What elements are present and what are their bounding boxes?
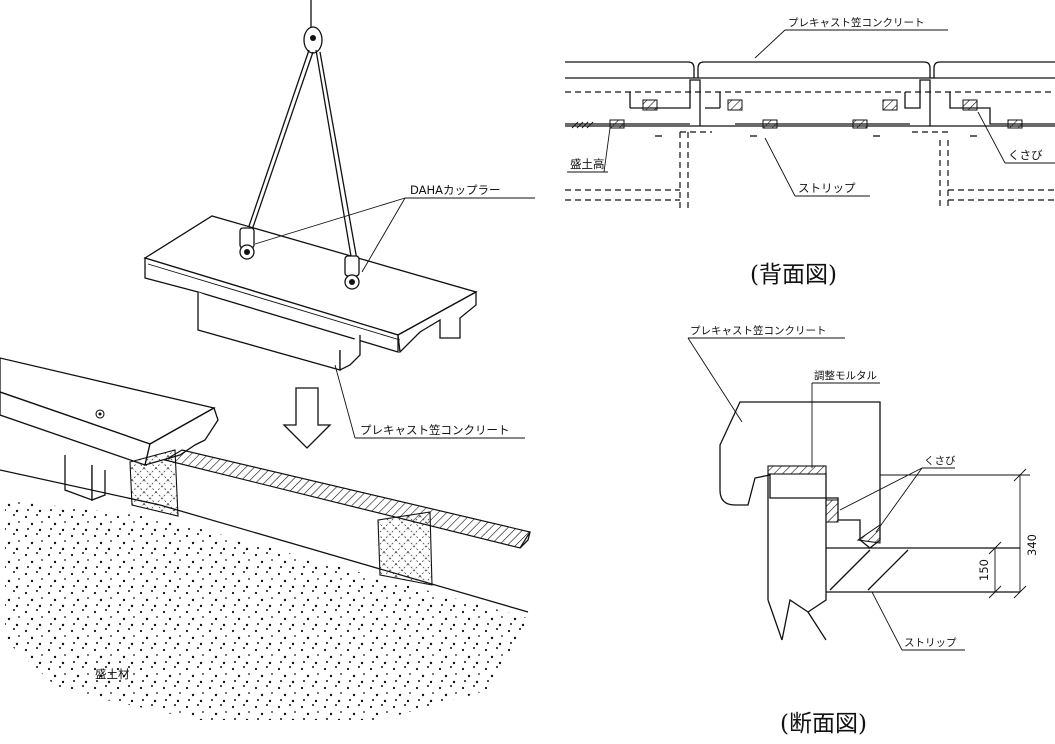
precast-back-callout: プレキャスト笠コンクリート	[754, 16, 948, 59]
precast-left-callout: プレキャスト笠コンクリート	[334, 364, 525, 439]
daha-coupler-right	[344, 255, 360, 290]
embankment-height-label: 盛土高	[570, 157, 605, 171]
ground-surface	[0, 469, 529, 613]
adjust-mortar-callout: 調整モルタル	[811, 369, 880, 468]
daha-coupler-label: DAHAカップラー	[410, 183, 501, 197]
installed-precast-beam	[0, 357, 219, 501]
adjust-mortar-strip	[163, 449, 531, 549]
dim-150-label: 150	[977, 559, 991, 581]
back-view-caption: (背面図)	[750, 262, 837, 288]
dim-340-label: 340	[1025, 534, 1039, 556]
adjust-mortar-label: 調整モルタル	[814, 369, 877, 382]
dimension-150: 150	[977, 541, 1002, 599]
lifting-slings	[246, 49, 358, 263]
wedge-section-label: くさび	[924, 455, 956, 467]
embankment-height-callout: 盛土高	[567, 127, 611, 173]
embankment-fill	[5, 500, 528, 720]
stirrup-section-callout: ストリップ	[871, 591, 965, 651]
precast-section-label: プレキャスト笠コンクリート	[690, 324, 827, 337]
section-view-caption: (断面図)	[780, 711, 867, 737]
wedge-back-callout: くさび	[977, 111, 1055, 164]
isometric-view: DAHAカップラー プレキャスト笠コンクリート 盛土材	[0, 0, 535, 720]
daha-coupler-left	[239, 227, 255, 260]
stirrup-section-label: ストリップ	[904, 637, 957, 649]
embankment-material-label: 盛土材	[95, 667, 130, 681]
stirrup-back-label: ストリップ	[798, 181, 856, 195]
precast-left-label: プレキャスト笠コンクリート	[360, 423, 510, 437]
daha-coupler-callout: DAHAカップラー	[254, 183, 535, 273]
precast-section-callout: プレキャスト笠コンクリート	[687, 324, 845, 423]
section-view: 340 150 プレキャスト笠コンクリート 調整モルタル くさび	[687, 324, 1039, 737]
crane-hook	[303, 0, 323, 54]
wedge-section-callout: くさび	[839, 455, 956, 533]
suspended-precast-block	[143, 215, 478, 372]
dimension-340: 340	[1013, 468, 1039, 599]
section-adjust-mortar	[767, 465, 827, 475]
wedge-back-label: くさび	[1008, 148, 1043, 162]
support-post-left	[129, 449, 179, 517]
precast-back-label: プレキャスト笠コンクリート	[788, 16, 925, 29]
stirrup-back-callout: ストリップ	[764, 137, 870, 197]
down-arrow-icon	[282, 387, 332, 449]
back-view: プレキャスト笠コンクリート 盛土高 ストリップ くさび (背面図)	[565, 16, 1055, 288]
section-precast-cap	[719, 401, 881, 549]
